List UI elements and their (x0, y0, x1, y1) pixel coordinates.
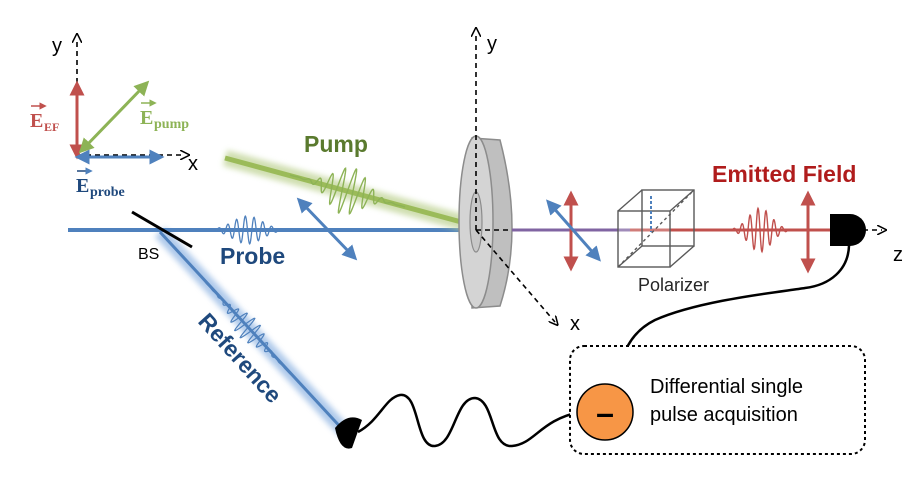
pump-vector-arrow (78, 80, 150, 154)
pump-beam (222, 150, 479, 234)
probe-beam (68, 214, 478, 246)
svg-text:E: E (76, 175, 89, 197)
emitted-field-pulse (719, 206, 801, 254)
differential-acquisition-box: – Differential single pulse acquisition (569, 345, 866, 455)
emitted-field-label: Emitted Field (712, 161, 856, 187)
probe-label: Probe (220, 243, 285, 269)
acquisition-label-line1: Differential single (650, 376, 803, 398)
svg-text:probe: probe (90, 185, 125, 200)
reference-beam (154, 227, 351, 437)
pumpWave-wave (289, 167, 406, 215)
signal-cable-reference (357, 393, 581, 448)
left-axis-x-label: x (188, 153, 198, 175)
polarizer-label: Polarizer (638, 275, 709, 295)
differential-symbol: – (596, 395, 614, 431)
pump-pulse (289, 167, 406, 215)
svg-text:EF: EF (44, 120, 59, 134)
sample-disk (458, 135, 513, 309)
field-vectors: E EF E pump E probe (30, 80, 189, 200)
polarizer-cube (617, 189, 695, 268)
probe-pulse (194, 214, 301, 246)
svg-text:pump: pump (154, 117, 189, 132)
acquisition-label-line2: pulse acquisition (650, 404, 798, 426)
svg-text:E: E (30, 110, 43, 132)
beam-splitter-label: BS (138, 246, 159, 263)
refWave-wave (204, 281, 291, 375)
center-axis-x-label: x (570, 313, 580, 335)
center-axis-y-label: y (487, 33, 497, 55)
probe-vector-label: E probe (76, 167, 125, 200)
probeWave-wave (194, 214, 301, 246)
reference-pulse (204, 281, 291, 375)
emitted-field-detector (830, 214, 866, 246)
center-axis-z-label: z (893, 244, 903, 266)
differential-amplifier-icon (576, 383, 634, 441)
left-axis-y-label: y (52, 35, 62, 57)
reference-detector (335, 417, 362, 449)
emittedWave-wave (719, 206, 801, 254)
probe-polarization-arrow (296, 197, 358, 261)
beam-splitter (131, 210, 193, 249)
svg-text:E: E (140, 107, 153, 129)
ef-vector-label: E EF (30, 102, 59, 134)
probe-polarization-arrow-2 (546, 199, 601, 262)
output-beam (512, 206, 830, 254)
pump-label: Pump (304, 131, 368, 157)
pump-vector-label: E pump (140, 99, 189, 132)
